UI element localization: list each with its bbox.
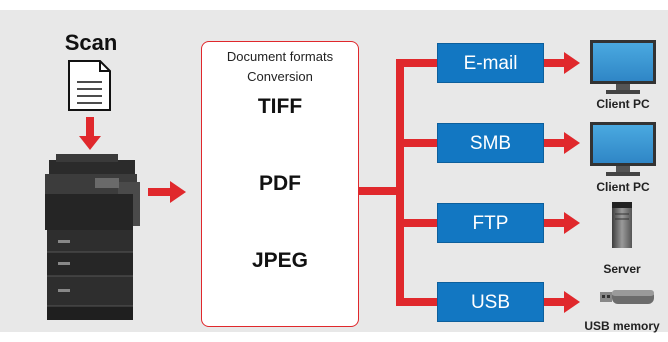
service-email-box: E-mail xyxy=(437,43,544,83)
destination-label: Client PC xyxy=(596,97,650,111)
format-label-jpeg: JPEG xyxy=(251,249,309,272)
service-usb-box: USB xyxy=(437,282,544,322)
destination-label: USB memory xyxy=(584,319,660,333)
tiff-badge: tif xyxy=(271,142,279,151)
service-to-device-arrows xyxy=(544,52,580,313)
document-formats-box xyxy=(201,41,359,327)
format-label-tiff: TIFF xyxy=(257,95,303,118)
printer-icon xyxy=(45,154,140,320)
connector-lines xyxy=(359,59,437,306)
server-tower-icon xyxy=(612,202,632,248)
usb-stick-icon xyxy=(600,290,654,304)
document-formats-title: Document formats Conversion xyxy=(201,47,359,87)
format-label-pdf: PDF xyxy=(259,172,301,195)
destination-label: Client PC xyxy=(596,180,650,194)
scan-document-icon xyxy=(68,60,111,111)
monitor-icon xyxy=(590,122,656,176)
scan-down-arrow-icon xyxy=(79,117,101,150)
pdf-badge: pdf xyxy=(267,219,279,228)
scan-label: Scan xyxy=(64,30,118,55)
monitor-icon xyxy=(590,40,656,94)
service-smb-box: SMB xyxy=(437,123,544,163)
formats-title-line1: Document formats xyxy=(226,49,334,64)
printer-to-formats-arrow-icon xyxy=(148,181,186,203)
destination-label: Server xyxy=(603,262,641,276)
service-ftp-box: FTP xyxy=(437,203,544,243)
formats-title-line2: Conversion xyxy=(247,69,313,84)
